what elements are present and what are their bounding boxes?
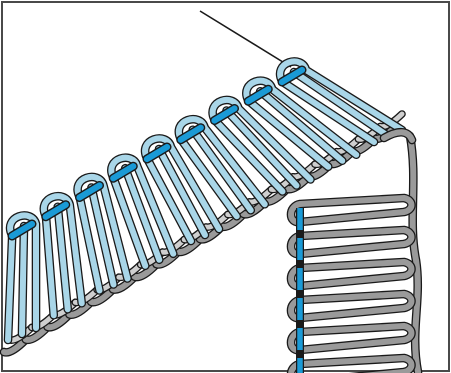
right-loop (291, 230, 412, 254)
right-loop (291, 294, 412, 318)
right-loop (291, 326, 412, 350)
looper-strand (8, 236, 12, 340)
looper-strand (22, 226, 24, 334)
looper-strand (58, 207, 68, 310)
looper-strand (46, 216, 54, 315)
needle-stitch (12, 224, 32, 236)
right-loop (291, 198, 412, 222)
right-loop (291, 262, 412, 286)
corner-thread (384, 132, 412, 140)
needle-pointer-line (200, 11, 291, 67)
